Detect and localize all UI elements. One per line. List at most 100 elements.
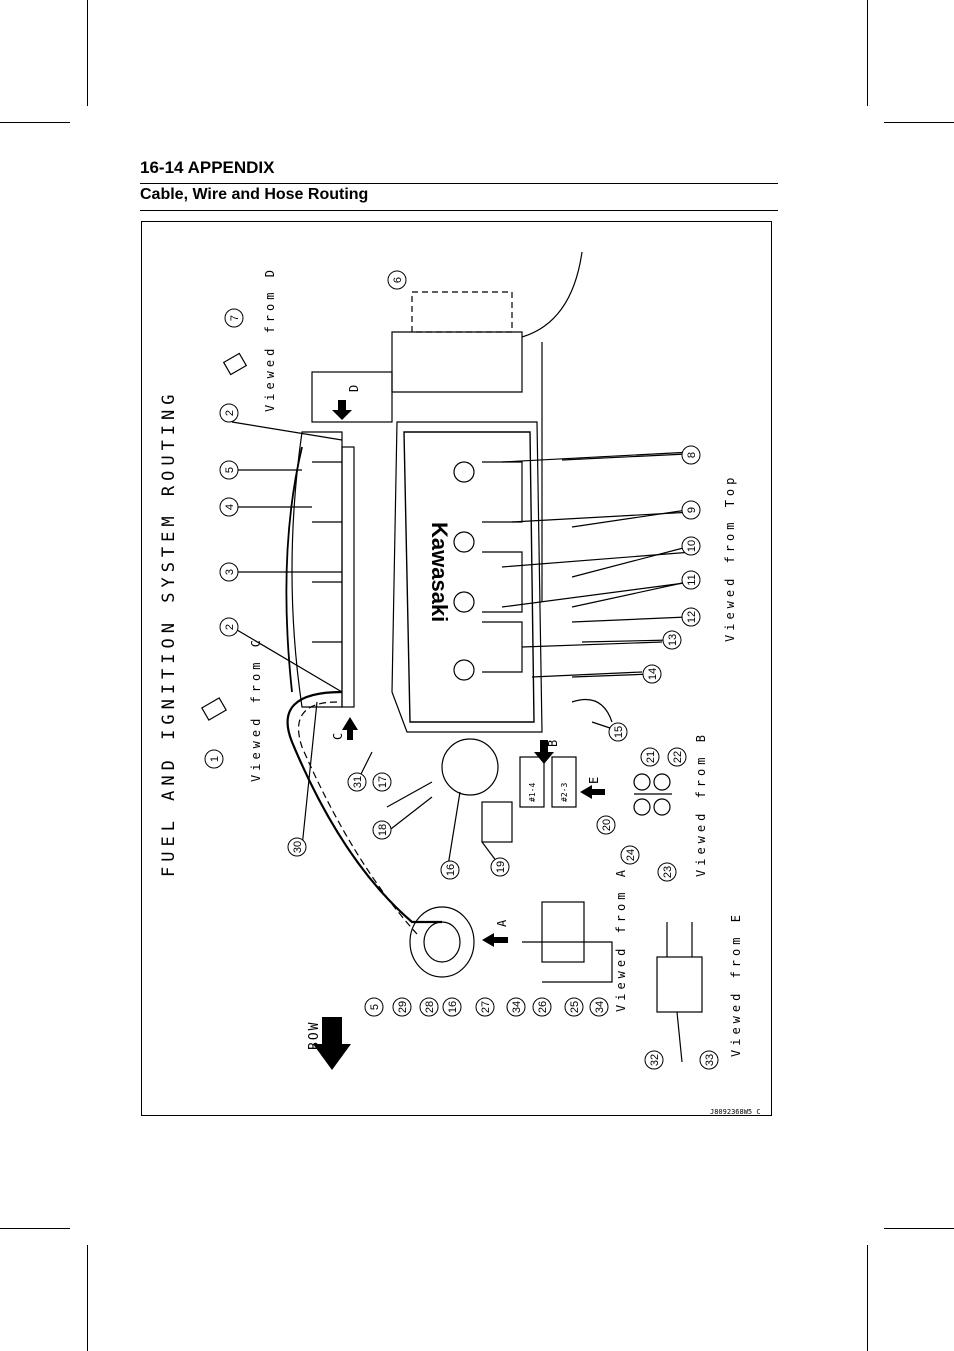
plug-tower-1 — [453, 461, 475, 483]
view-a-component — [541, 901, 585, 963]
fuel-filter — [441, 738, 499, 796]
bow-arrow — [313, 1017, 351, 1070]
svg-text:5: 5 — [224, 467, 236, 473]
arrow-a — [482, 933, 508, 947]
svg-text:34: 34 — [594, 1001, 606, 1013]
svg-text:16: 16 — [447, 1001, 459, 1013]
crop-mark-top-left-h — [0, 122, 70, 123]
view-letter-d: D — [347, 385, 361, 392]
svg-text:2: 2 — [224, 410, 236, 416]
view-e-coil — [656, 956, 703, 1013]
view-letter-c: C — [331, 733, 345, 740]
svg-text:23: 23 — [662, 866, 674, 878]
svg-text:21: 21 — [645, 751, 657, 763]
arrow-d — [332, 400, 352, 420]
callout-20: 20 — [596, 815, 616, 835]
ignition-coil-1 — [519, 756, 545, 808]
svg-text:22: 22 — [672, 751, 684, 763]
routing-diagram: FUEL AND IGNITION SYSTEM ROUTING Kawasak… — [159, 251, 761, 1116]
svg-text:32: 32 — [649, 1054, 661, 1066]
ecu-box — [481, 801, 513, 843]
bow-label: BOW — [307, 1021, 322, 1050]
callout-17: 17 — [372, 772, 392, 792]
svg-text:19: 19 — [495, 861, 507, 873]
view-label-d: Viewed from D — [263, 266, 277, 412]
callout-12: 12 — [681, 607, 701, 627]
callout-28: 28 — [419, 997, 439, 1017]
svg-text:5: 5 — [369, 1004, 381, 1010]
svg-text:20: 20 — [601, 819, 613, 831]
svg-text:13: 13 — [667, 634, 679, 646]
cylinder-head — [403, 431, 535, 723]
svg-text:12: 12 — [686, 611, 698, 623]
sensor-view-c — [201, 697, 227, 721]
callout-10: 10 — [681, 536, 701, 556]
svg-text:17: 17 — [377, 776, 389, 788]
callout-11: 11 — [681, 570, 701, 590]
coil-tag-1: #1-4 — [528, 783, 537, 802]
callout-16: 16 — [440, 860, 460, 880]
callout-9: 9 — [681, 500, 701, 520]
callout-14: 14 — [642, 664, 662, 684]
fuel-rail — [341, 446, 355, 708]
sensor-view-d — [222, 352, 248, 376]
callout-34: 34 — [506, 997, 526, 1017]
callout-8: 8 — [681, 445, 701, 465]
view-label-a: Viewed from A — [614, 866, 628, 1012]
callout-3: 3 — [219, 562, 239, 582]
view-label-c: Viewed from C — [249, 636, 263, 782]
callout-5: 5 — [364, 997, 384, 1017]
crop-mark-bottom-left-v — [87, 1245, 88, 1351]
callout-30: 30 — [287, 837, 307, 857]
fuel-hose — [286, 690, 442, 924]
view-label-top: Viewed from Top — [723, 474, 737, 642]
intake-manifold — [291, 431, 343, 708]
callout-18: 18 — [372, 820, 392, 840]
callout-32: 32 — [644, 1050, 664, 1070]
view-label-e: Viewed from E — [729, 911, 743, 1057]
figure-code: J8092368W5 C — [710, 1108, 761, 1116]
crop-mark-top-right-h — [884, 122, 954, 123]
page-label: 16-14 APPENDIX — [140, 158, 275, 177]
svg-text:15: 15 — [613, 726, 625, 738]
svg-text:11: 11 — [686, 574, 698, 585]
view-letter-a: A — [495, 919, 509, 927]
view-letter-b: B — [546, 740, 560, 747]
fuel-pump — [409, 906, 475, 978]
callout-4: 4 — [219, 497, 239, 517]
routing-figure: FUEL AND IGNITION SYSTEM ROUTING Kawasak… — [141, 221, 772, 1116]
ignition-coil-2 — [551, 756, 577, 808]
svg-text:9: 9 — [686, 507, 698, 513]
svg-text:25: 25 — [569, 1001, 581, 1013]
callout-13: 13 — [662, 630, 682, 650]
throttle-body — [311, 371, 393, 423]
callout-23: 23 — [657, 862, 677, 882]
callout-2: 2 — [219, 617, 239, 637]
plug-tower-2 — [453, 531, 475, 553]
callout-15: 15 — [608, 722, 628, 742]
callout-1: 1 — [204, 749, 224, 769]
svg-text:31: 31 — [352, 776, 364, 788]
callout-5: 5 — [219, 460, 239, 480]
callout-21: 21 — [640, 747, 660, 767]
view-letter-e: E — [587, 777, 601, 784]
svg-text:2: 2 — [224, 624, 236, 630]
svg-text:7: 7 — [229, 315, 241, 321]
callout-7: 7 — [224, 308, 244, 328]
view-label-b: Viewed from B — [694, 731, 708, 877]
callout-25: 25 — [564, 997, 584, 1017]
svg-text:14: 14 — [647, 668, 659, 680]
svg-text:28: 28 — [424, 1001, 436, 1013]
callout-33: 33 — [699, 1050, 719, 1070]
svg-text:26: 26 — [537, 1001, 549, 1013]
callout-34: 34 — [589, 997, 609, 1017]
callout-31: 31 — [347, 772, 367, 792]
svg-text:27: 27 — [480, 1001, 492, 1013]
brand-mark: Kawasaki — [427, 522, 452, 622]
callout-26: 26 — [532, 997, 552, 1017]
header-rule-bottom — [140, 210, 778, 211]
svg-text:10: 10 — [686, 540, 698, 552]
callout-16: 16 — [442, 997, 462, 1017]
svg-text:16: 16 — [445, 864, 457, 876]
